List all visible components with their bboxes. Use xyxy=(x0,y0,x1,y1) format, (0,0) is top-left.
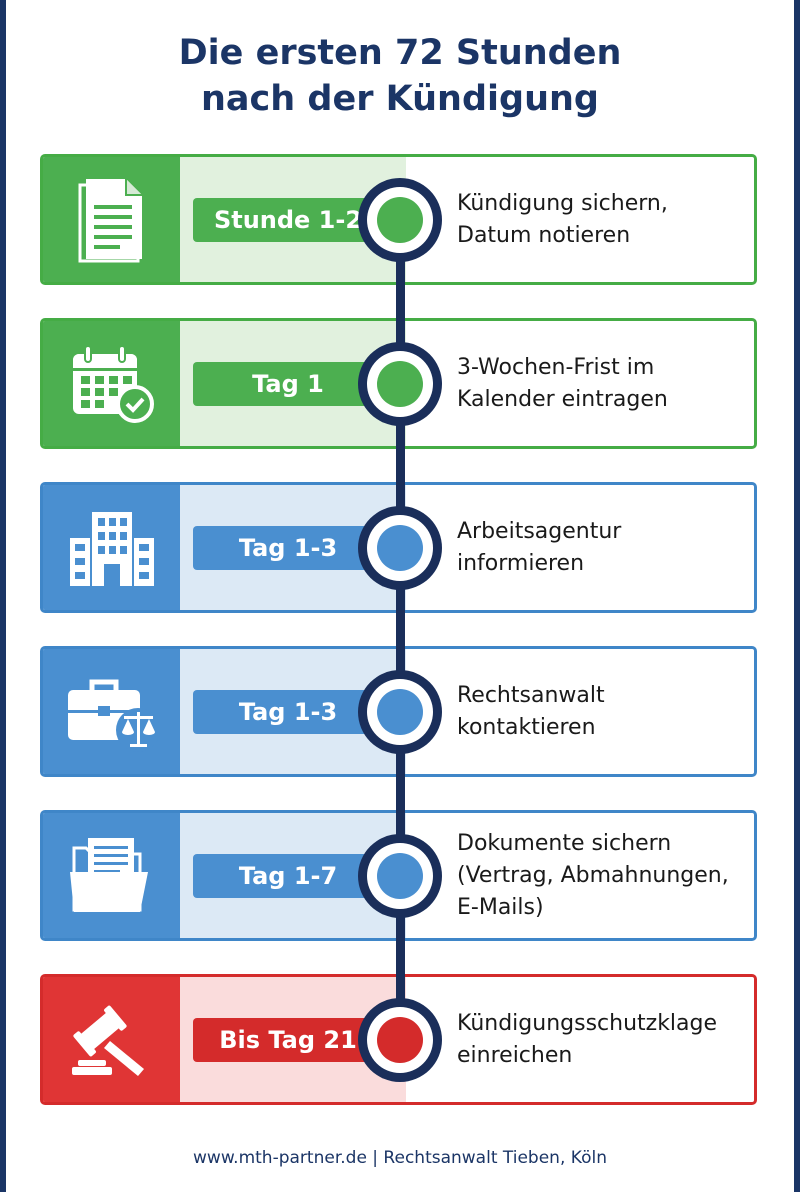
step-description: Rechtsanwalt kontaktieren xyxy=(457,649,754,774)
step-description-line: Datum notieren xyxy=(457,222,631,248)
step-description: 3-Wochen-Frist im Kalender eintragen xyxy=(457,321,754,446)
step-description-line: Arbeitsagentur xyxy=(457,518,622,544)
step-time-badge: Tag 1-3 xyxy=(193,526,383,570)
step-description-line: einreichen xyxy=(457,1042,573,1068)
office-building-icon xyxy=(57,485,167,610)
timeline-node-5 xyxy=(358,834,442,918)
step-description-line: Kalender eintragen xyxy=(457,386,668,412)
frame-right-border xyxy=(794,0,800,1192)
step-icon-panel xyxy=(43,977,180,1102)
timeline-node-dot xyxy=(377,1017,423,1063)
step-description-line: Dokumente sichern xyxy=(457,830,672,856)
timeline-node-6 xyxy=(358,998,442,1082)
step-description-line: Kündigung sichern, xyxy=(457,190,668,216)
calendar-check-icon xyxy=(57,321,167,446)
briefcase-scales-icon xyxy=(57,649,167,774)
step-description-line: (Vertrag, Abmahnungen, xyxy=(457,862,729,888)
document-icon xyxy=(57,157,167,282)
timeline-node-dot xyxy=(377,361,423,407)
frame-left-border xyxy=(0,0,6,1192)
page-title: Die ersten 72 Stunden nach der Kündigung xyxy=(0,30,800,122)
timeline-node-2 xyxy=(358,342,442,426)
step-description-line: kontaktieren xyxy=(457,714,596,740)
timeline-node-3 xyxy=(358,506,442,590)
step-time-badge: Tag 1 xyxy=(193,362,383,406)
title-line-2: nach der Kündigung xyxy=(201,79,599,119)
step-description: Dokumente sichern (Vertrag, Abmahnungen,… xyxy=(457,813,754,938)
timeline-line xyxy=(396,220,405,1040)
timeline-node-1 xyxy=(358,178,442,262)
step-time-badge: Bis Tag 21 xyxy=(193,1018,383,1062)
timeline-node-dot xyxy=(377,525,423,571)
step-time-badge: Tag 1-3 xyxy=(193,690,383,734)
step-card-4: Tag 1-3 Rechtsanwalt kontaktieren xyxy=(40,646,757,777)
step-card-6: Bis Tag 21 Kündigungsschutzklage einreic… xyxy=(40,974,757,1105)
title-line-1: Die ersten 72 Stunden xyxy=(178,33,622,73)
timeline-node-dot xyxy=(377,197,423,243)
timeline-node-dot xyxy=(377,853,423,899)
step-description-line: informieren xyxy=(457,550,585,576)
gavel-icon xyxy=(57,977,167,1102)
timeline-node-dot xyxy=(377,689,423,735)
step-description: Kündigung sichern, Datum notieren xyxy=(457,157,754,282)
step-time-badge: Stunde 1-2 xyxy=(193,198,383,242)
step-description-line: E-Mails) xyxy=(457,894,544,920)
folder-documents-icon xyxy=(57,813,167,938)
step-description: Arbeitsagentur informieren xyxy=(457,485,754,610)
step-description: Kündigungsschutzklage einreichen xyxy=(457,977,754,1102)
footer-credit: www.mth-partner.de | Rechtsanwalt Tieben… xyxy=(193,1148,607,1168)
step-description-line: 3-Wochen-Frist im xyxy=(457,354,655,380)
step-description-line: Rechtsanwalt xyxy=(457,682,605,708)
step-description-line: Kündigungsschutzklage xyxy=(457,1010,718,1036)
step-time-badge: Tag 1-7 xyxy=(193,854,383,898)
timeline-node-4 xyxy=(358,670,442,754)
